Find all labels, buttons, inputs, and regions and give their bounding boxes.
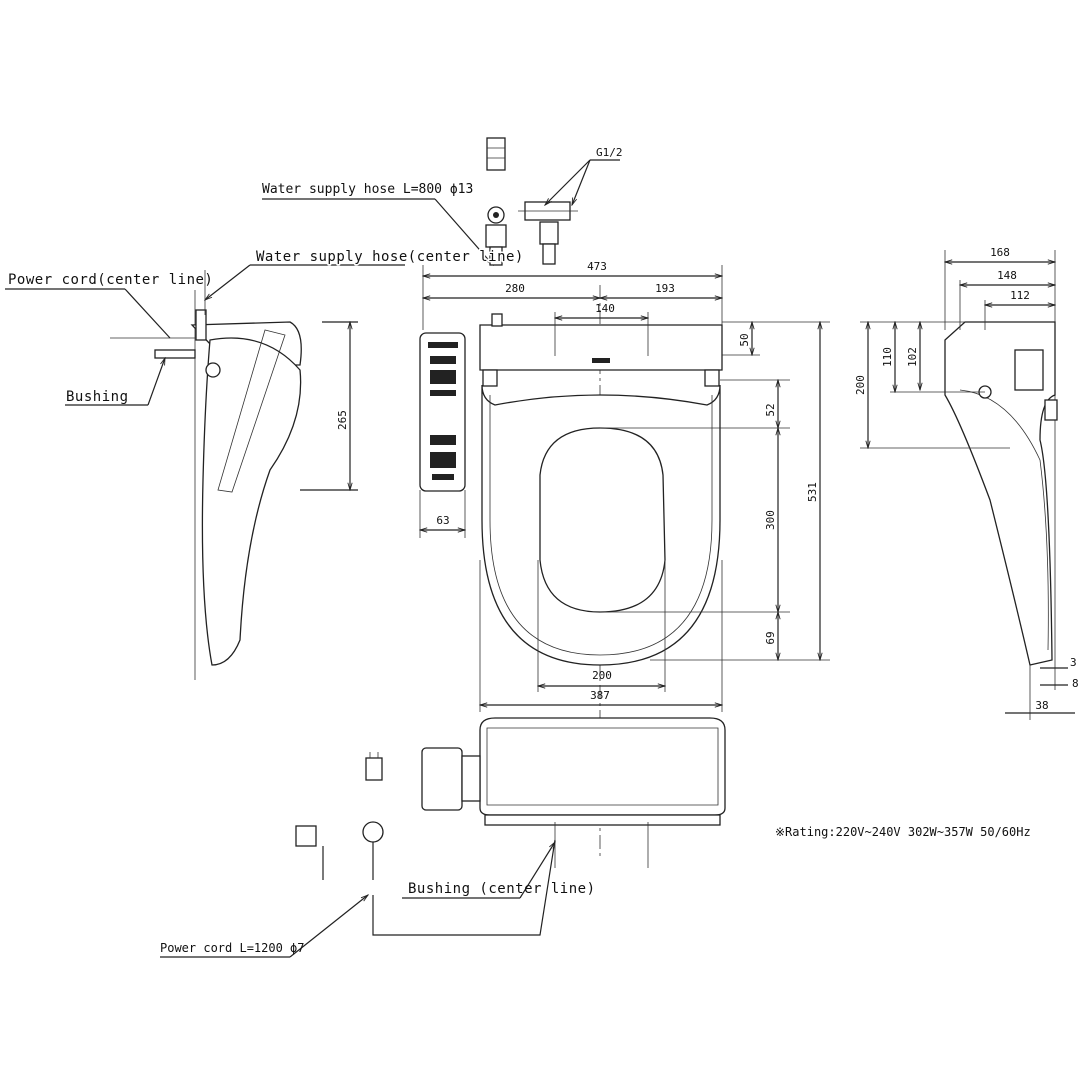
label-water-hose-center: Water supply hose(center line)	[256, 249, 524, 265]
dim-gap-3: 3	[1070, 656, 1077, 669]
left-callouts: Power cord(center line) Bushing Water su…	[5, 182, 493, 406]
dim-left-height: 265	[336, 410, 349, 430]
dim-height-200: 200	[854, 375, 867, 395]
top-view: 473 280 193 140 50 52 300 69 531 200 387…	[420, 260, 830, 860]
label-water-hose-length: Water supply hose L=800 ϕ13	[262, 182, 473, 197]
dim-height-102: 102	[906, 347, 919, 367]
right-side-view: 168 148 112 200 110 102 3 8 38	[854, 246, 1079, 720]
dim-depth-112: 112	[1010, 289, 1030, 302]
label-rating: ※Rating:220V~240V 302W~357W 50/60Hz	[775, 825, 1031, 839]
top-labels: Water supply hose(center line)	[255, 248, 525, 267]
label-bushing-center: Bushing (center line)	[408, 881, 596, 897]
dim-total-length: 531	[806, 482, 819, 502]
dim-height-110: 110	[881, 347, 894, 367]
label-power-cord-center: Power cord(center line)	[8, 272, 213, 288]
dim-seat-width: 387	[590, 689, 610, 702]
dim-opening-to-front: 69	[764, 631, 777, 644]
dim-depth-168: 168	[990, 246, 1010, 259]
dim-total-width: 473	[587, 260, 607, 273]
label-power-cord-length: Power cord L=1200 ϕ7	[160, 941, 305, 955]
dim-depth-148: 148	[997, 269, 1017, 282]
dim-right-offset: 193	[655, 282, 675, 295]
dim-front-to-opening: 52	[764, 403, 777, 416]
dim-remote-width: 63	[436, 514, 449, 527]
dim-opening-length: 300	[764, 510, 777, 530]
hose-fittings: G1/2	[485, 137, 623, 266]
bottom-view: Bushing (center line) ※Rating:220V~240V …	[402, 717, 1031, 899]
dim-left-offset: 280	[505, 282, 525, 295]
dim-gap-8: 8	[1072, 677, 1079, 690]
dim-hinge-depth: 50	[738, 333, 751, 346]
label-bushing: Bushing	[66, 389, 129, 405]
remote-buttons	[428, 342, 458, 480]
dim-hinge-spacing: 140	[595, 302, 615, 315]
dim-base-38: 38	[1035, 699, 1048, 712]
left-side-view: 265	[110, 290, 358, 680]
power-plugs: Power cord L=1200 ϕ7	[160, 752, 556, 958]
dim-opening-width: 200	[592, 669, 612, 682]
label-thread: G1/2	[596, 146, 623, 159]
